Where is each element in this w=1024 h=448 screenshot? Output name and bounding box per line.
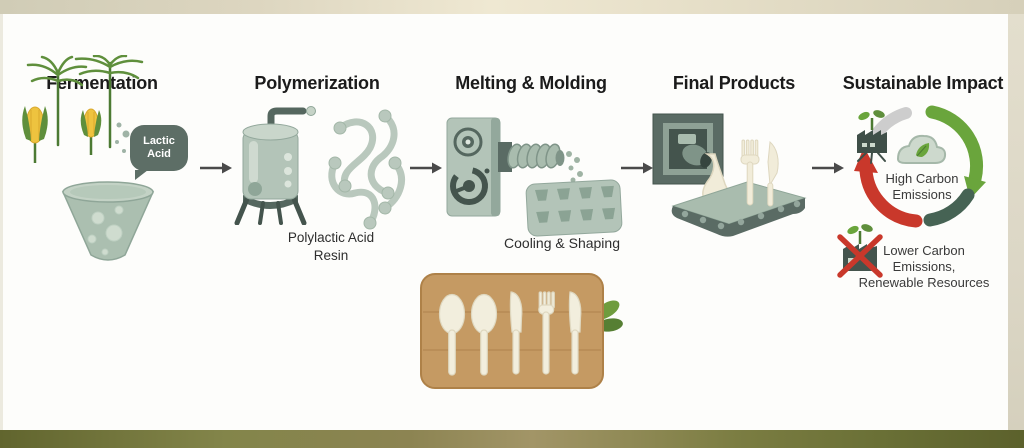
sustainable-impact-illustration (837, 105, 986, 278)
molding-machine-icon (652, 113, 724, 185)
step-title-final-products: Final Products (672, 73, 796, 93)
cutlery-tray-illustration (420, 273, 623, 389)
knife-icon (568, 291, 582, 375)
fork-icon (740, 139, 760, 206)
melting-molding-illustration (446, 117, 623, 237)
photo-border-left (0, 14, 3, 430)
photo-border-right (1008, 14, 1024, 430)
spoon-icon (438, 293, 466, 376)
lower-carbon-label: Lower Carbon Emissions, Renewable Resour… (858, 243, 990, 290)
mold-tray-icon (525, 179, 623, 237)
step-title-fermentation: Fermentation (46, 73, 158, 93)
green-factory-icon (857, 110, 887, 164)
sugarcane-icon (26, 55, 88, 147)
sugarcane-icon (74, 55, 144, 149)
flow-arrow-icon (410, 162, 442, 174)
eco-cloud-icon (896, 134, 947, 164)
red-x-icon (837, 234, 883, 278)
step-title-melting-molding: Melting & Molding (455, 73, 607, 93)
droplets-icon (115, 122, 130, 153)
spoon-icon (470, 293, 498, 376)
no-factory-icon (837, 224, 883, 278)
photo-border-bottom (0, 430, 1024, 448)
polymer-chain-icon (328, 109, 405, 230)
knife-icon (509, 291, 523, 375)
polylactic-resin-caption: Polylactic Acid Resin (287, 230, 375, 263)
corn-icon (22, 106, 48, 163)
fermentation-funnel-icon (61, 181, 155, 261)
reactor-tank-icon (234, 106, 316, 225)
flow-arrow-icon (200, 162, 232, 174)
corn-icon (80, 108, 102, 155)
flow-arrow-icon (621, 162, 653, 174)
flow-arrow-icon (812, 162, 844, 174)
cooling-shaping-caption: Cooling & Shaping (504, 235, 620, 251)
lactic-acid-bubble: Lactic Acid (130, 125, 188, 180)
fermentation-illustration (22, 55, 155, 261)
fork-icon (538, 291, 555, 375)
high-carbon-label: High Carbon Emissions (885, 171, 959, 202)
lactic-acid-label: Lactic Acid (143, 134, 175, 160)
conveyor-belt-icon (671, 181, 807, 237)
recycle-cycle-icon (854, 105, 986, 228)
photo-border-top (0, 0, 1024, 14)
extruder-machine-icon (446, 117, 584, 217)
step-title-sustainable-impact: Sustainable Impact (842, 73, 1004, 93)
step-title-polymerization: Polymerization (254, 73, 380, 93)
final-products-illustration (652, 113, 807, 237)
knife-icon (767, 140, 779, 207)
